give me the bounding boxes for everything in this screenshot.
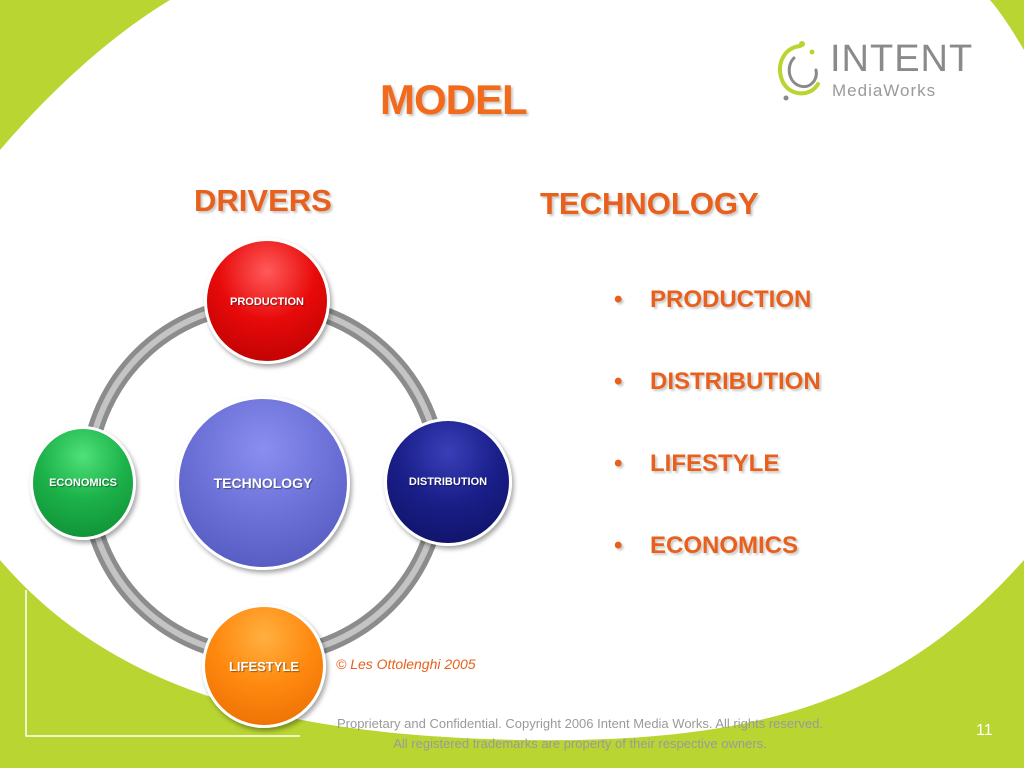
diagram-credit: © Les Ottolenghi 2005 — [336, 656, 476, 672]
footer-legal: Proprietary and Confidential. Copyright … — [318, 714, 842, 754]
page-number: 11 — [976, 722, 993, 739]
frame-line — [25, 590, 300, 737]
bullet-dot-icon: • — [614, 450, 623, 477]
footer-line-1: Proprietary and Confidential. Copyright … — [336, 716, 824, 731]
bullet-text: LIFESTYLE — [650, 450, 780, 477]
lime-swoosh-top-left — [0, 0, 170, 150]
bullet-item: • LIFESTYLE — [614, 450, 821, 532]
bullet-item: • PRODUCTION — [614, 286, 821, 368]
technology-node-label: TECHNOLOGY — [213, 475, 313, 491]
bullet-text: PRODUCTION — [650, 286, 812, 313]
intent-mediaworks-logo: INTENT MediaWorks — [772, 38, 982, 108]
logo-wordmark: INTENT — [830, 38, 974, 80]
logo-subwordmark: MediaWorks — [832, 81, 937, 100]
logo-swirl-icon — [778, 41, 820, 101]
bullet-text: ECONOMICS — [650, 532, 799, 559]
bullet-dot-icon: • — [614, 532, 623, 559]
drivers-heading: DRIVERS — [194, 183, 332, 218]
production-node: PRODUCTION — [204, 238, 330, 364]
distribution-node-label: DISTRIBUTION — [408, 476, 488, 488]
bullet-dot-icon: • — [614, 368, 623, 395]
lime-swoosh-top-right — [990, 0, 1024, 50]
bullet-item: • DISTRIBUTION — [614, 368, 821, 450]
bullet-dot-icon: • — [614, 286, 623, 313]
production-node-label: PRODUCTION — [230, 296, 304, 308]
bullet-text: DISTRIBUTION — [650, 368, 821, 395]
distribution-node: DISTRIBUTION — [384, 418, 512, 546]
technology-bullet-list: • PRODUCTION • DISTRIBUTION • LIFESTYLE • EC… — [614, 286, 821, 614]
economics-node: ECONOMICS — [30, 426, 136, 540]
lifestyle-node: LIFESTYLE — [202, 604, 326, 728]
technology-heading: TECHNOLOGY — [540, 186, 759, 221]
slide-title: MODEL — [380, 76, 528, 123]
bullet-item: • ECONOMICS — [614, 532, 821, 614]
economics-node-label: ECONOMICS — [49, 477, 117, 489]
technology-center-node: TECHNOLOGY — [176, 396, 350, 570]
footer-line-2: All registered trademarks are property o… — [393, 736, 767, 751]
lifestyle-node-label: LIFESTYLE — [228, 658, 300, 674]
